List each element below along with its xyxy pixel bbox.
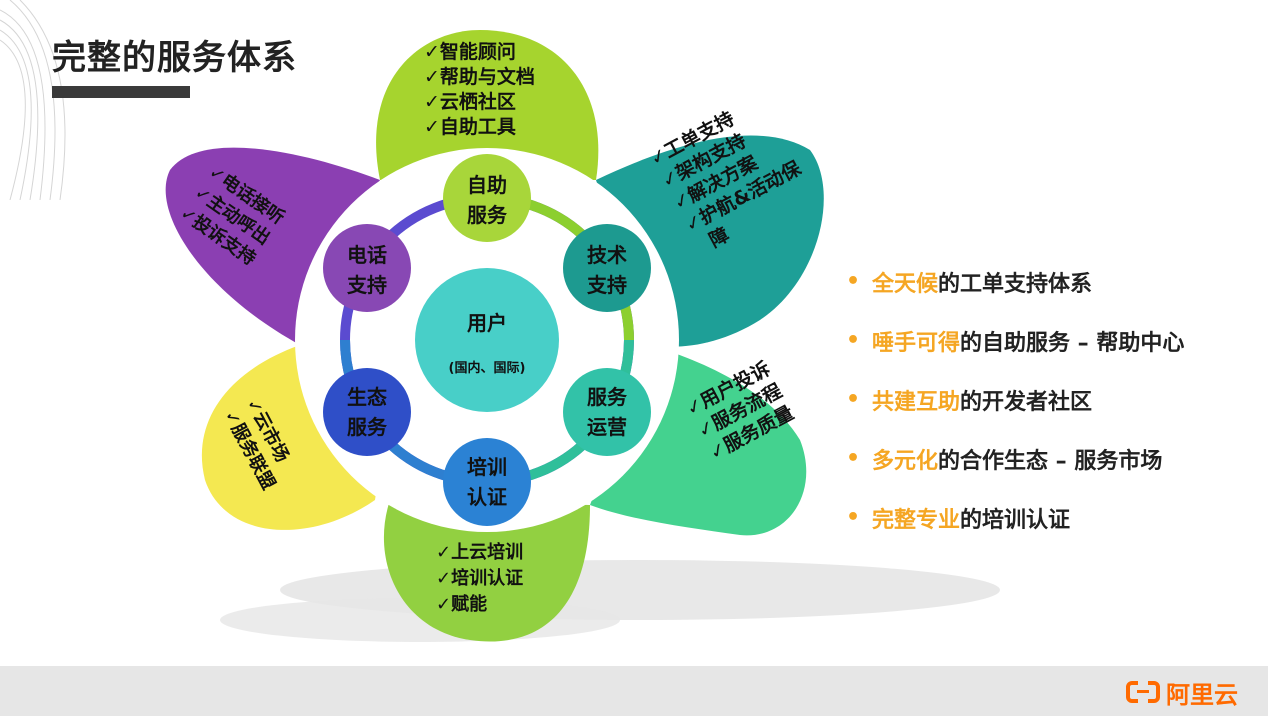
list-item: ✓智能顾问 bbox=[424, 41, 516, 63]
petal-bottom bbox=[383, 500, 590, 642]
feature-highlight: 全天候 bbox=[872, 271, 939, 297]
petal-left-top bbox=[165, 147, 380, 345]
bullet-dot: • bbox=[846, 387, 861, 412]
svg-text:服务: 服务 bbox=[467, 203, 508, 227]
feature-highlight: 共建互助 bbox=[872, 389, 961, 415]
petal-top-list: ✓智能顾问 ✓帮助与文档 ✓云栖社区 ✓自助工具 bbox=[424, 40, 535, 140]
aliyun-logo-icon bbox=[1126, 680, 1160, 704]
node-service-ops: 服务 运营 bbox=[563, 368, 651, 456]
feature-text: 的自助服务 – 帮助中心 bbox=[960, 330, 1185, 356]
feature-highlight: 完整专业 bbox=[872, 507, 961, 533]
feature-item: • 完整专业 的培训认证 bbox=[846, 488, 1184, 547]
feature-item: • 多元化 的合作生态 – 服务市场 bbox=[846, 429, 1184, 488]
feature-highlight: 多元化 bbox=[872, 448, 939, 474]
svg-text:生态: 生态 bbox=[347, 385, 387, 409]
feature-highlight: 唾手可得 bbox=[872, 330, 961, 356]
page-title: 完整的服务体系 bbox=[52, 38, 297, 78]
list-item: ✓培训认证 bbox=[436, 568, 524, 589]
feature-text: 的开发者社区 bbox=[960, 389, 1093, 415]
list-item: ✓赋能 bbox=[436, 594, 488, 615]
title-underline bbox=[52, 86, 190, 98]
list-item: ✓自助工具 bbox=[424, 116, 516, 138]
svg-text:认证: 认证 bbox=[467, 485, 507, 509]
list-item: ✓上云培训 bbox=[436, 542, 524, 563]
logo-text: 阿里云 bbox=[1166, 680, 1238, 709]
bullet-dot: • bbox=[846, 328, 861, 353]
node-self-service: 自助 服务 bbox=[443, 154, 531, 242]
svg-text:服务: 服务 bbox=[347, 415, 388, 439]
svg-text:自助: 自助 bbox=[467, 173, 507, 197]
feature-text: 的合作生态 – 服务市场 bbox=[938, 448, 1163, 474]
center-circle bbox=[415, 268, 559, 412]
node-training: 培训 认证 bbox=[443, 438, 531, 526]
feature-item: • 共建互助 的开发者社区 bbox=[846, 370, 1184, 429]
bullet-dot: • bbox=[846, 505, 861, 530]
aliyun-logo: 阿里云 bbox=[1126, 676, 1238, 709]
feature-text: 的培训认证 bbox=[960, 507, 1071, 533]
bullet-dot: • bbox=[846, 269, 861, 294]
feature-item: • 唾手可得 的自助服务 – 帮助中心 bbox=[846, 311, 1184, 370]
bullet-dot: • bbox=[846, 446, 861, 471]
svg-text:支持: 支持 bbox=[347, 273, 387, 297]
footer-bar bbox=[0, 666, 1268, 716]
decorative-lines bbox=[0, 0, 66, 200]
center-title: 用户 bbox=[467, 311, 507, 335]
feature-text: 的工单支持体系 bbox=[938, 271, 1093, 297]
svg-text:电话: 电话 bbox=[347, 243, 387, 267]
svg-text:培训: 培训 bbox=[467, 455, 507, 479]
node-ecosystem: 生态 服务 bbox=[323, 368, 411, 456]
node-phone: 电话 支持 bbox=[323, 224, 411, 312]
node-tech-support: 技术 支持 bbox=[563, 224, 651, 312]
svg-text:运营: 运营 bbox=[587, 415, 627, 439]
svg-text:服务: 服务 bbox=[587, 385, 628, 409]
list-item: ✓帮助与文档 bbox=[424, 66, 535, 88]
petal-bottom-list: ✓上云培训 ✓培训认证 ✓赋能 bbox=[436, 540, 523, 618]
feature-list: • 全天候 的工单支持体系 • 唾手可得 的自助服务 – 帮助中心 • 共建互助… bbox=[846, 252, 1184, 547]
list-item: ✓云栖社区 bbox=[424, 91, 516, 113]
svg-text:技术: 技术 bbox=[587, 243, 627, 267]
feature-item: • 全天候 的工单支持体系 bbox=[846, 252, 1184, 311]
petal-top bbox=[376, 30, 599, 180]
svg-text:支持: 支持 bbox=[587, 273, 627, 297]
center-subtitle: (国内、国际) bbox=[449, 360, 526, 376]
